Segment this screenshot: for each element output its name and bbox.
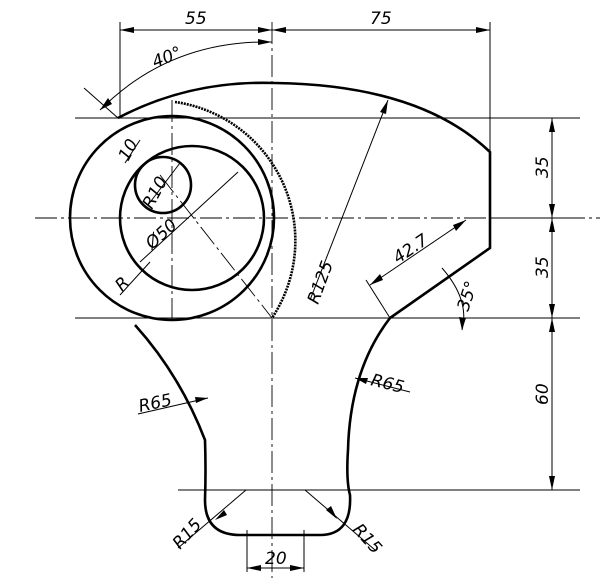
label-20: 20	[265, 549, 287, 569]
label-angle-35: 35°	[454, 279, 482, 314]
label-r15-right: R15	[348, 520, 385, 558]
diagonal-center-line	[159, 174, 273, 319]
label-r65-right: R65	[369, 370, 406, 397]
arrow-60-bot	[549, 476, 555, 490]
extension-lines	[75, 22, 580, 572]
arrow-r65-left	[195, 397, 208, 403]
label-diameter-50: Ø50	[141, 215, 181, 254]
label-35-middle: 35	[533, 256, 553, 278]
label-angle-40: 40°	[149, 43, 184, 73]
arrow-42-7-b	[453, 220, 466, 231]
arrow-r65-right	[355, 378, 368, 384]
arrow-55-right	[258, 27, 272, 33]
dim-arc-40	[99, 41, 273, 111]
label-10: 10	[115, 136, 143, 164]
dim-leader-40	[83, 87, 119, 119]
arrow-r15-left	[215, 510, 227, 520]
arrow-r15-right	[326, 506, 337, 519]
arrow-75-right	[476, 27, 490, 33]
label-r65-left: R65	[137, 390, 174, 417]
arrow-35a-bot	[549, 204, 555, 218]
dim-leader-r15-left	[177, 489, 247, 549]
arrow-35deg	[459, 317, 466, 330]
diameter-50-circle	[118, 144, 266, 292]
ext-42-7-a	[365, 279, 391, 319]
arrow-35b-top	[549, 218, 555, 232]
small-r10-circle	[133, 155, 193, 215]
dim-leader-r10	[147, 162, 181, 206]
dim-leader-r15-right	[304, 489, 376, 551]
arrow-60-top	[549, 318, 555, 332]
label-75: 75	[370, 9, 392, 29]
inner-arc-dotted	[174, 100, 297, 319]
arrow-r125	[380, 100, 388, 114]
dimension-lines	[83, 27, 555, 571]
dim-leader-r	[119, 261, 151, 296]
arrow-40-right	[258, 39, 272, 45]
label-42-7: 42.7	[390, 230, 433, 268]
arrow-20-left	[247, 565, 261, 571]
arrow-40-left	[100, 98, 112, 110]
arrow-20-right	[290, 565, 304, 571]
dim-leader-10	[124, 139, 141, 164]
outer-circle	[68, 114, 276, 322]
arrow-55-left	[120, 27, 134, 33]
dim-leader-r125	[309, 99, 389, 301]
part-outline	[68, 81, 492, 537]
label-r125: R125	[304, 258, 338, 306]
arrow-35a-top	[549, 118, 555, 132]
arrow-42-7-a	[370, 274, 383, 285]
arrow-75-left	[272, 27, 286, 33]
arrow-35b-bot	[549, 304, 555, 318]
label-55: 55	[185, 9, 207, 29]
label-60: 60	[533, 383, 553, 405]
label-r: R	[111, 273, 133, 295]
outer-contour	[117, 81, 492, 537]
dim-leader-diameter	[139, 171, 239, 263]
label-35-upper: 35	[533, 156, 553, 178]
label-r15-left: R15	[169, 515, 206, 553]
dim-line-42-7	[369, 219, 467, 286]
